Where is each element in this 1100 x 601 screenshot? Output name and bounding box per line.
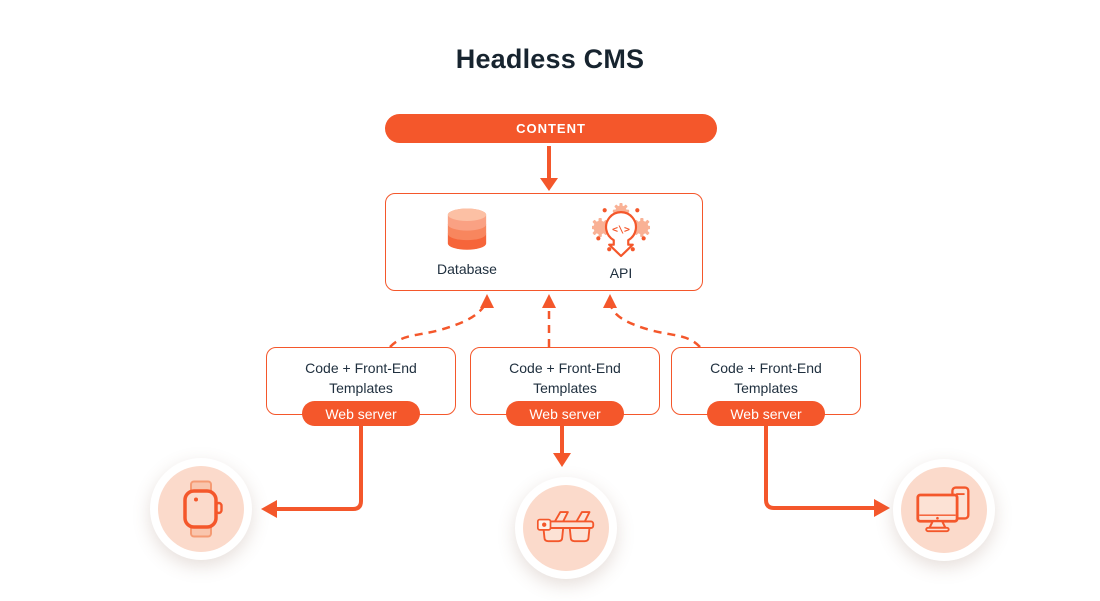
- frontend-box-left: Code + Front-End Templates Web server: [266, 347, 456, 426]
- database-icon: [447, 208, 487, 250]
- web-server-pill-left: Web server: [302, 401, 420, 426]
- frontend-title-line1: Code + Front-End: [509, 360, 621, 376]
- left-device-arrowhead: [261, 500, 277, 518]
- backend-item-api: <\> API: [578, 203, 664, 281]
- api-balloon-arrow: [604, 211, 638, 258]
- web-server-pill-right: Web server: [707, 401, 825, 426]
- content-arrowhead: [540, 178, 558, 191]
- right-server-to-device-arrow-line: [764, 423, 875, 510]
- backend-box: Database: [385, 193, 703, 291]
- frontend-title-line2: Templates: [329, 380, 393, 396]
- web-server-pill-middle: Web server: [506, 401, 624, 426]
- frontend-box-middle: Code + Front-End Templates Web server: [470, 347, 660, 426]
- middle-device-arrowhead: [553, 453, 571, 467]
- device-smart-glasses: [515, 477, 617, 579]
- api-label: API: [609, 265, 633, 281]
- smart-glasses-icon: [536, 511, 595, 543]
- api-code-glyph: <\>: [612, 224, 630, 235]
- device-desktop-circle: [901, 467, 987, 553]
- frontend-title-line2: Templates: [533, 380, 597, 396]
- left-dashed-arrowhead: [480, 294, 494, 308]
- backend-item-database: Database: [424, 207, 510, 277]
- device-smartwatch-circle: [158, 466, 244, 552]
- device-smartwatch: [150, 458, 252, 560]
- device-smart-glasses-circle: [523, 485, 609, 571]
- device-desktop: [893, 459, 995, 561]
- content-pill: CONTENT: [385, 114, 717, 143]
- left-frontend-to-backend-dashed: [389, 302, 488, 348]
- frontend-title-line1: Code + Front-End: [305, 360, 417, 376]
- frontend-title-line1: Code + Front-End: [710, 360, 822, 376]
- right-dashed-arrowhead: [603, 294, 617, 308]
- desktop-and-phone-icon: [916, 486, 970, 533]
- frontend-box-right: Code + Front-End Templates Web server: [671, 347, 861, 426]
- page-title: Headless CMS: [455, 44, 645, 74]
- smartwatch-icon: [183, 480, 223, 538]
- left-server-to-device-arrow-line: [277, 423, 363, 511]
- middle-dashed-arrowhead: [542, 294, 556, 308]
- frontend-title-line2: Templates: [734, 380, 798, 396]
- database-label: Database: [437, 261, 497, 277]
- api-icon: <\>: [592, 203, 650, 258]
- api-dots: [596, 208, 646, 252]
- right-device-arrowhead: [874, 499, 890, 517]
- right-frontend-to-backend-dashed: [608, 302, 701, 348]
